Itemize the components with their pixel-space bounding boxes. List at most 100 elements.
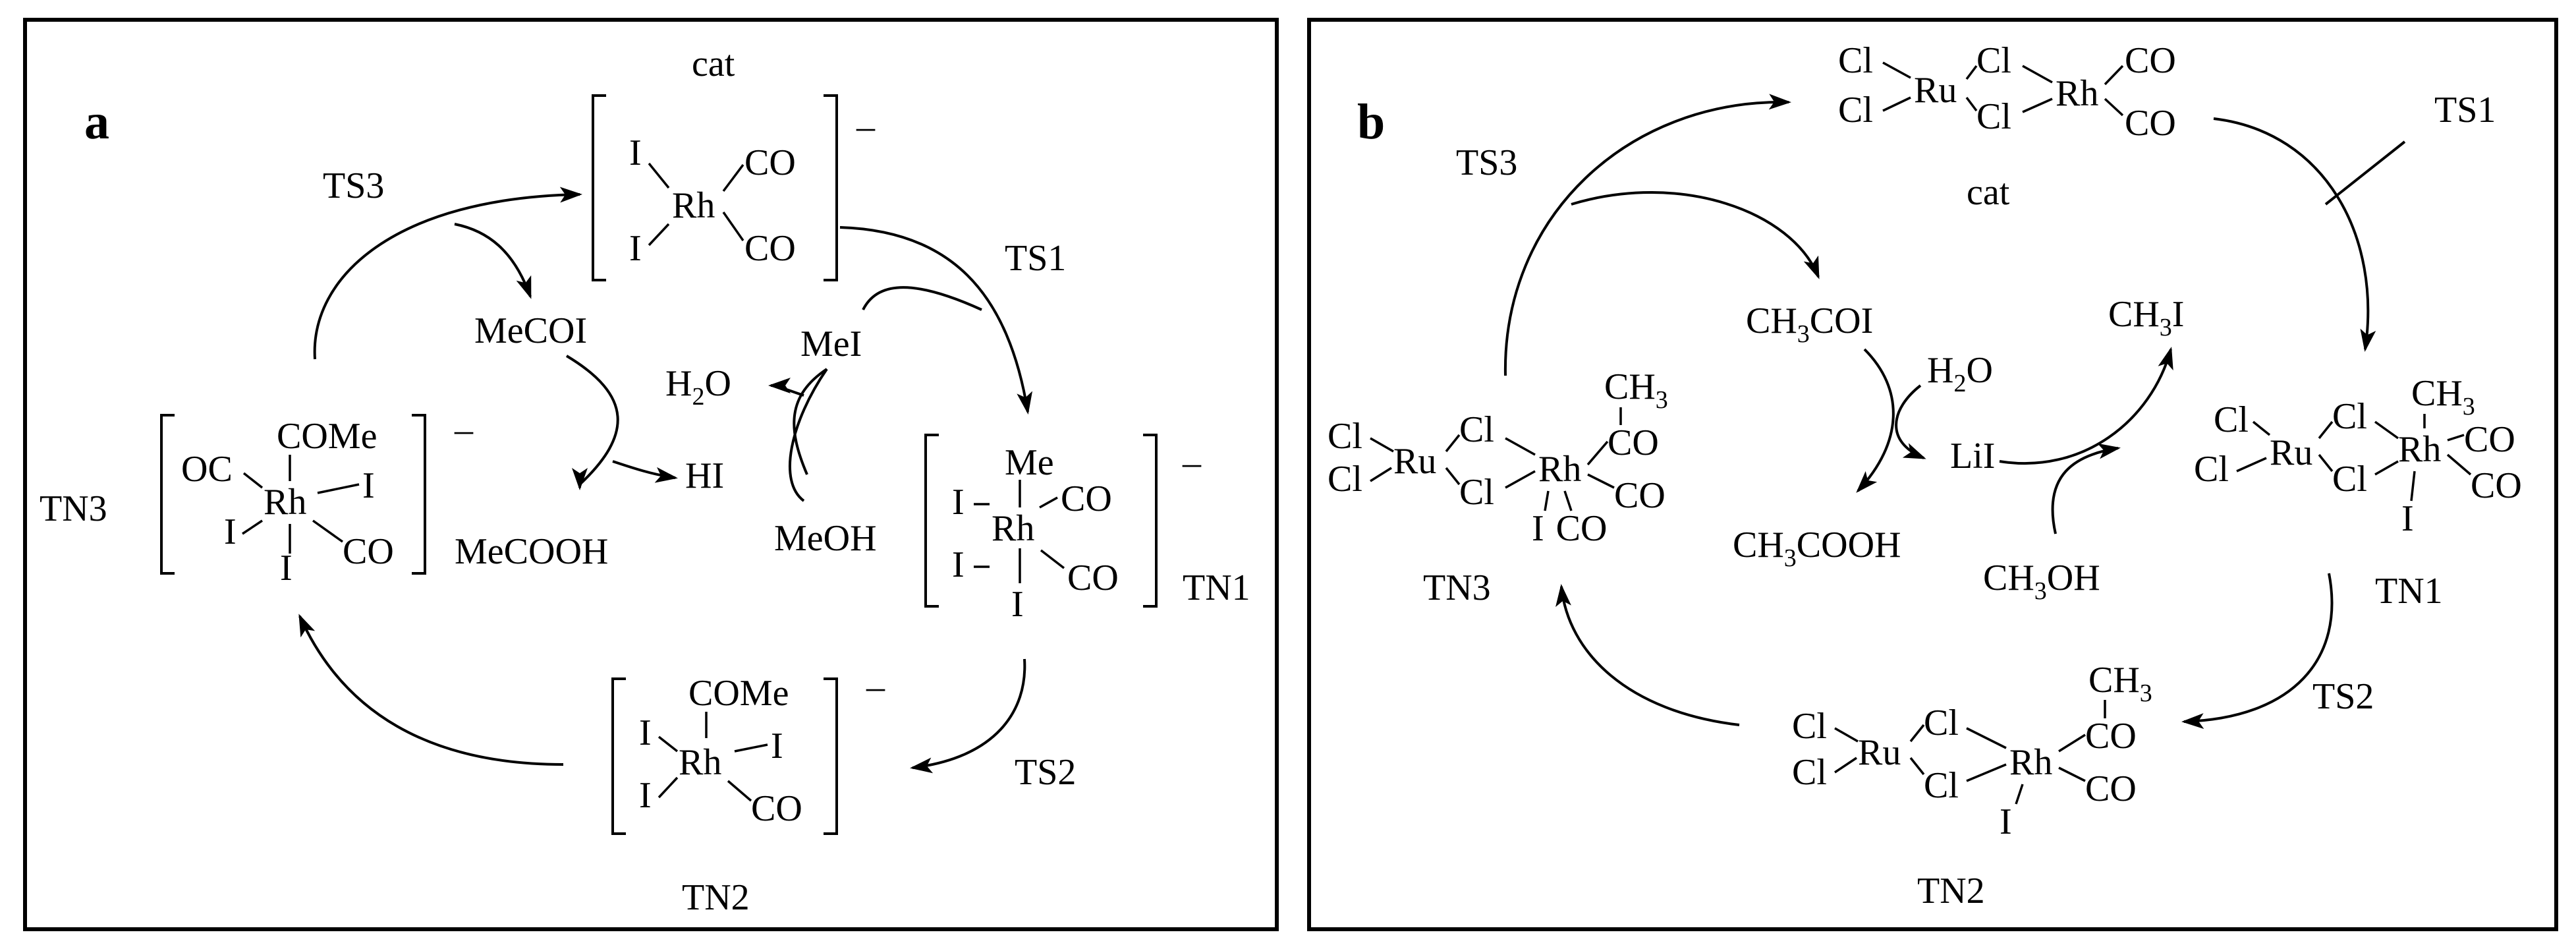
arrow-to-hi bbox=[612, 460, 678, 483]
svg-text:Cl: Cl bbox=[2194, 449, 2229, 490]
h2o-label: H2O bbox=[665, 363, 731, 411]
svg-text:CO: CO bbox=[2085, 716, 2137, 757]
lii-label: LiI bbox=[1950, 436, 1995, 476]
svg-text:Rh: Rh bbox=[2009, 742, 2052, 783]
svg-text:CH3: CH3 bbox=[1604, 366, 1668, 414]
mecooh-label: MeCOOH bbox=[455, 531, 608, 572]
arrow-to-ch3coi bbox=[1571, 191, 1820, 279]
svg-text:Cl: Cl bbox=[1328, 459, 1362, 500]
svg-text:I: I bbox=[224, 511, 237, 552]
arrow-tn3-to-cat-b bbox=[1503, 94, 1791, 376]
svg-text:–: – bbox=[454, 409, 474, 450]
panel-b-frame bbox=[1307, 18, 2558, 931]
svg-text:Rh: Rh bbox=[679, 742, 721, 783]
arrow-cat-to-tn1-b bbox=[2213, 117, 2376, 352]
svg-text:OC: OC bbox=[181, 449, 233, 490]
svg-text:Ru: Ru bbox=[2270, 432, 2312, 473]
svg-text:Ru: Ru bbox=[1914, 70, 1957, 111]
svg-text:Rh: Rh bbox=[264, 482, 306, 523]
svg-text:Rh: Rh bbox=[992, 508, 1034, 549]
h2o-label-b: H2O bbox=[1927, 350, 1993, 397]
panel-b: b cat Cl Cl Ru Cl Cl Rh CO CO TS3 TS1 TS… bbox=[1307, 18, 2558, 931]
cat-complex-b: Cl Cl Ru Cl Cl Rh CO CO bbox=[1838, 40, 2176, 144]
ts1-label-b: TS1 bbox=[2434, 90, 2496, 130]
tn1-label: TN1 bbox=[1183, 567, 1250, 608]
svg-text:–: – bbox=[866, 666, 885, 707]
arrow-tn3-to-cat bbox=[313, 187, 582, 360]
svg-text:Cl: Cl bbox=[1459, 409, 1494, 450]
svg-text:COMe: COMe bbox=[277, 416, 377, 457]
cat-label: cat bbox=[692, 43, 735, 84]
tn1-complex: – TN1 Me I Rh CO I CO I bbox=[924, 434, 1250, 625]
panel-a-letter: a bbox=[84, 94, 109, 150]
tn3-complex: – TN3 COMe OC Rh I I CO I bbox=[40, 409, 474, 589]
svg-text:CH3: CH3 bbox=[2411, 373, 2475, 420]
ts3-label-b: TS3 bbox=[1456, 142, 1517, 183]
arrow-to-lii bbox=[1895, 384, 1926, 459]
arrow-meoh-to-mei bbox=[788, 368, 828, 502]
tn1-complex-b: Cl Cl Ru Cl Cl Rh CH3 CO CO I TN1 bbox=[2194, 373, 2522, 612]
svg-text:Cl: Cl bbox=[1838, 90, 1873, 130]
svg-text:CO: CO bbox=[1067, 558, 1119, 598]
svg-text:Rh: Rh bbox=[672, 185, 715, 226]
svg-text:–: – bbox=[1182, 442, 1202, 483]
svg-text:Cl: Cl bbox=[1328, 416, 1362, 457]
arrow-to-mei bbox=[862, 286, 982, 311]
svg-text:CO: CO bbox=[2464, 419, 2515, 460]
arrow-mei-branch bbox=[793, 368, 828, 475]
svg-text:Ru: Ru bbox=[1858, 732, 1901, 773]
svg-text:I: I bbox=[280, 548, 293, 589]
arrow-to-mecoi bbox=[454, 223, 532, 299]
arrow-ch3oh bbox=[2051, 443, 2121, 534]
svg-text:Rh: Rh bbox=[2056, 73, 2098, 114]
svg-text:CO: CO bbox=[2471, 465, 2522, 506]
svg-text:Cl: Cl bbox=[1459, 472, 1494, 513]
svg-text:Ru: Ru bbox=[1393, 441, 1436, 482]
svg-text:I: I bbox=[2000, 801, 2012, 842]
svg-text:I: I bbox=[952, 544, 965, 585]
svg-text:Rh: Rh bbox=[2398, 429, 2441, 470]
tn2-label: TN2 bbox=[682, 877, 750, 918]
svg-text:I: I bbox=[952, 482, 965, 523]
svg-text:I: I bbox=[639, 712, 652, 753]
svg-text:CO: CO bbox=[2125, 40, 2176, 81]
svg-text:CO: CO bbox=[751, 788, 802, 829]
svg-text:I: I bbox=[362, 465, 375, 506]
mei-label: MeI bbox=[800, 324, 862, 364]
hi-label: HI bbox=[685, 455, 724, 496]
svg-text:Cl: Cl bbox=[1838, 40, 1873, 81]
svg-text:CO: CO bbox=[343, 531, 394, 572]
svg-text:CO: CO bbox=[1061, 478, 1112, 519]
ts2-label-b: TS2 bbox=[2312, 676, 2374, 717]
svg-text:Cl: Cl bbox=[2332, 396, 2367, 437]
svg-text:I: I bbox=[771, 726, 783, 766]
svg-text:Cl: Cl bbox=[1976, 40, 2011, 81]
ch3i-label: CH3I bbox=[2108, 294, 2184, 341]
arrow-mecoi-to-mecooh bbox=[565, 355, 619, 490]
ts1-label: TS1 bbox=[1005, 238, 1066, 279]
svg-text:Cl: Cl bbox=[1924, 765, 1959, 806]
svg-text:CO: CO bbox=[2085, 768, 2137, 809]
svg-text:Cl: Cl bbox=[1792, 752, 1827, 793]
arrow-cat-to-tn1 bbox=[839, 226, 1033, 415]
tn2-label-b: TN2 bbox=[1917, 871, 1985, 911]
svg-text:Me: Me bbox=[1005, 442, 1054, 483]
svg-text:ICO: ICO bbox=[1532, 508, 1607, 549]
meoh-label: MeOH bbox=[774, 518, 877, 559]
svg-text:Cl: Cl bbox=[2332, 459, 2367, 500]
svg-text:CO: CO bbox=[744, 142, 796, 183]
tn1-label-b: TN1 bbox=[2375, 571, 2443, 612]
ch3oh-label: CH3OH bbox=[1983, 558, 2100, 605]
svg-text:CO: CO bbox=[1608, 422, 1659, 463]
arrow-lii-to-ch3i bbox=[1999, 347, 2173, 465]
ts2-label: TS2 bbox=[1015, 752, 1076, 793]
cat-label-b: cat bbox=[1967, 172, 2010, 213]
arrow-tn1-to-tn2 bbox=[910, 658, 1026, 774]
svg-text:Cl: Cl bbox=[1792, 706, 1827, 747]
arrow-tn2-to-tn3 bbox=[298, 614, 564, 766]
panel-a: a cat – I Rh I CO CO TS3 TS1 TS2 – TN1 M… bbox=[23, 18, 1279, 931]
tn2-complex-b: Cl Cl Ru Cl Cl Rh CH3 CO CO I TN2 bbox=[1792, 660, 2152, 911]
svg-text:I: I bbox=[629, 132, 642, 173]
